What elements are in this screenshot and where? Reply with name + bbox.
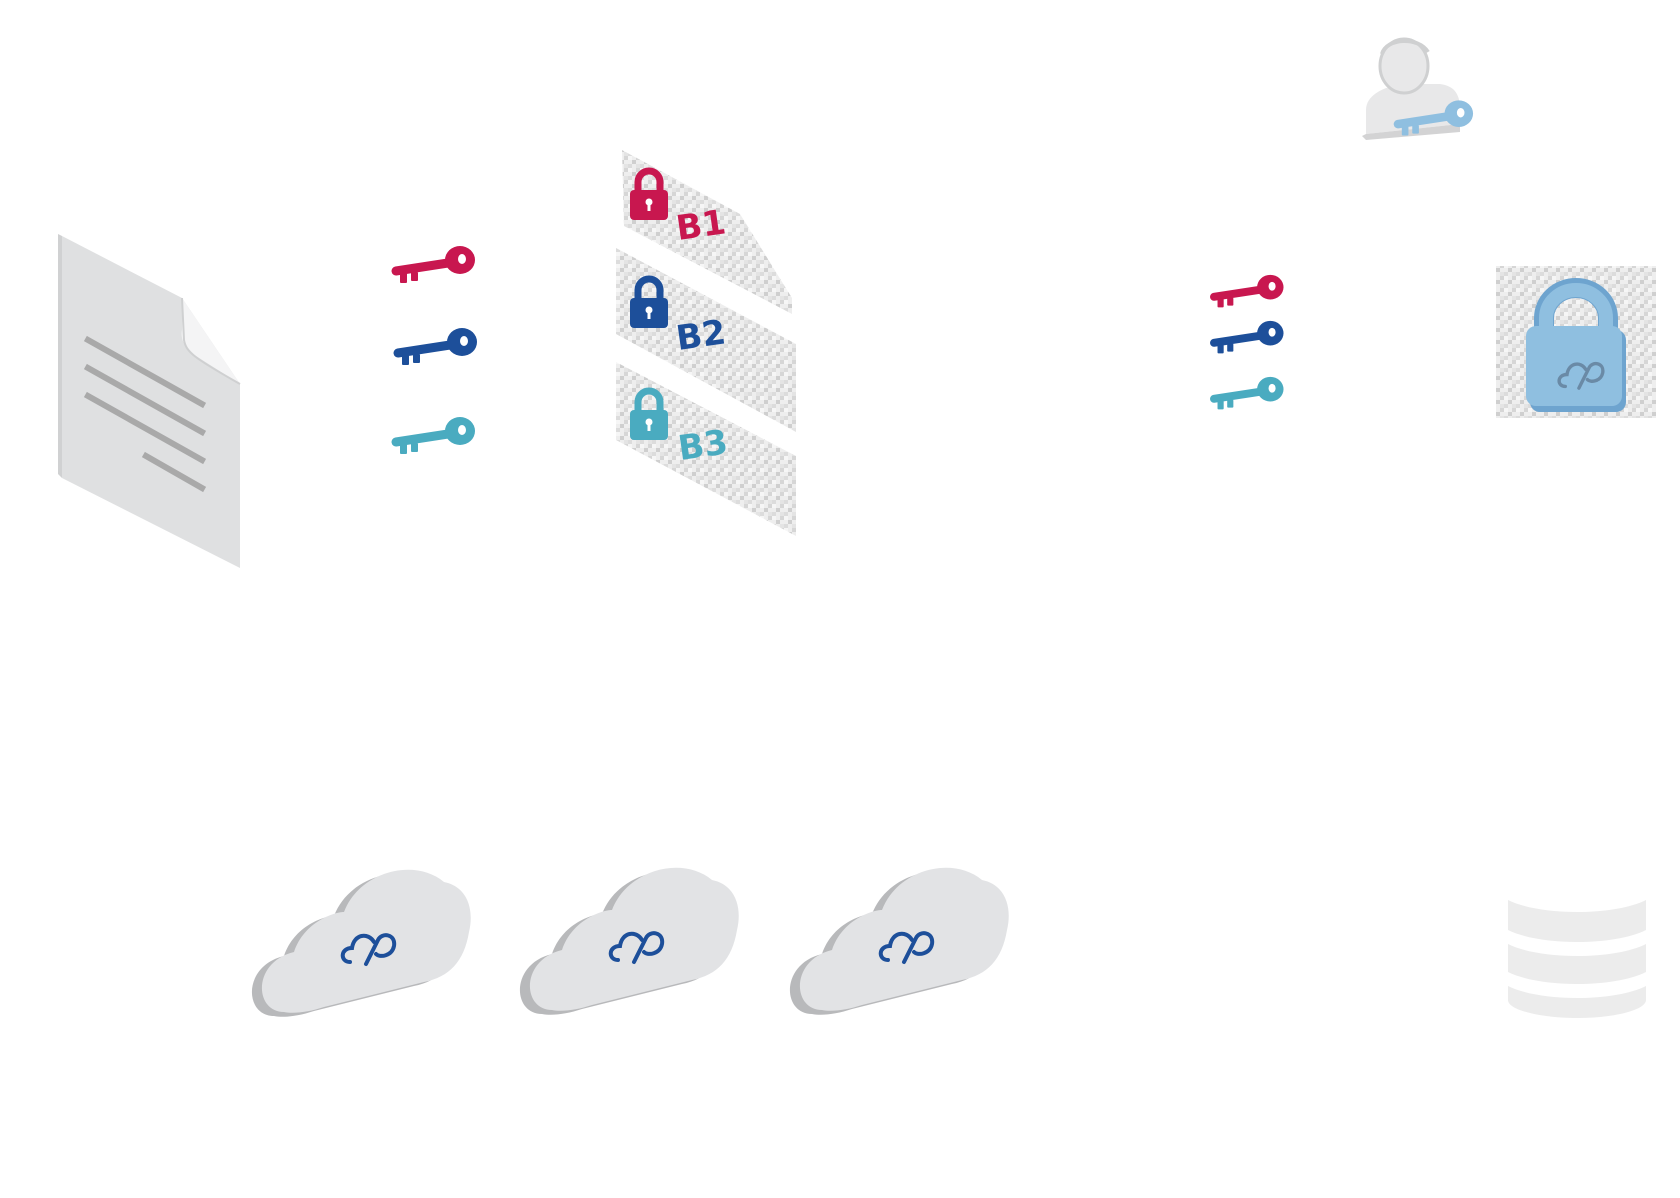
- cloud-icon: [519, 867, 739, 1015]
- key-icon-teal: [396, 417, 475, 454]
- encrypted-block-b3: B3: [616, 362, 796, 536]
- key-icon-teal: [1214, 377, 1284, 410]
- key-icon-navy: [398, 328, 477, 365]
- key-icon-red: [1214, 275, 1284, 308]
- database-icon: [1508, 900, 1646, 1018]
- block-label-b2: B2: [674, 312, 729, 359]
- key-icon-navy: [1214, 321, 1284, 354]
- cloud-icon: [251, 869, 471, 1017]
- block-label-b1: B1: [674, 202, 729, 249]
- block-label-b3: B3: [676, 422, 731, 469]
- encrypted-block-b2: B2: [616, 248, 796, 432]
- encrypted-block-b1: B1: [622, 150, 792, 314]
- cloud-icon: [789, 867, 1009, 1015]
- encrypted-data-padlock: [1496, 266, 1656, 418]
- key-icon-red: [396, 246, 475, 283]
- document-icon: [58, 234, 241, 568]
